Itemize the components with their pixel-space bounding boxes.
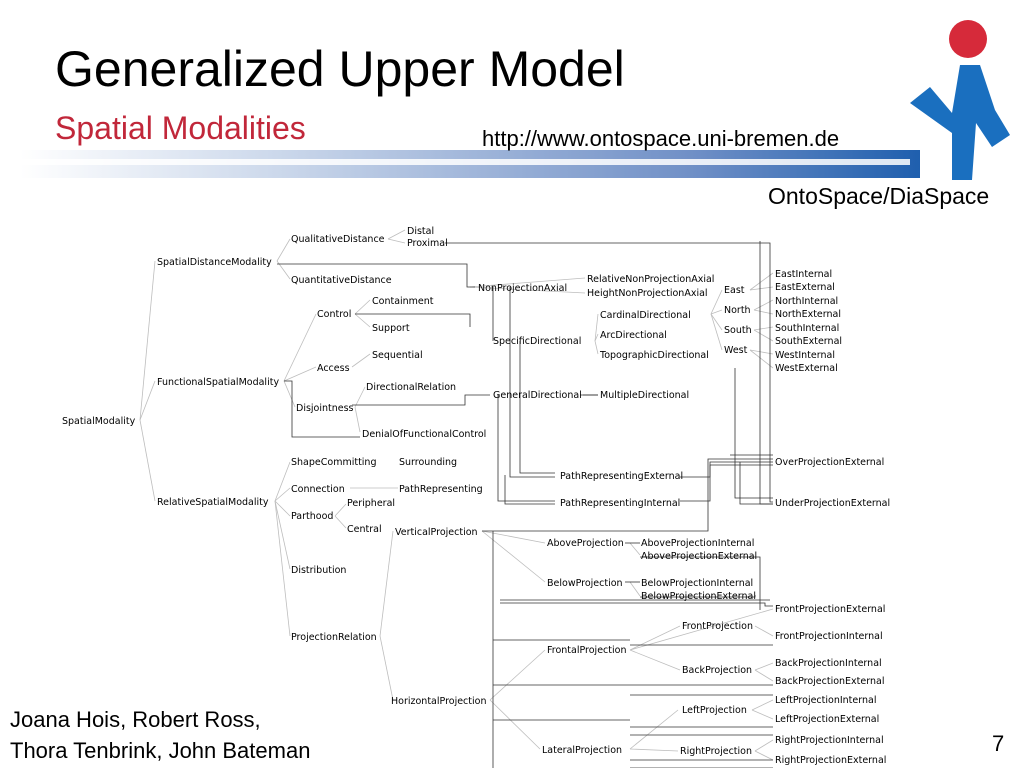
node-denial-of-functional-control: DenialOfFunctionalControl [362, 429, 486, 440]
node-below-projection-internal: BelowProjectionInternal [641, 578, 753, 589]
node-right-projection-external: RightProjectionExternal [775, 755, 886, 766]
node-projection-relation: ProjectionRelation [291, 632, 377, 643]
node-non-projection-axial: NonProjectionAxial [478, 283, 567, 294]
node-back-projection-external: BackProjectionExternal [775, 676, 884, 687]
node-relative-spatial-modality: RelativeSpatialModality [157, 497, 269, 508]
node-left-projection-external: LeftProjectionExternal [775, 714, 879, 725]
node-vertical-projection: VerticalProjection [395, 527, 478, 538]
node-connection: Connection [291, 484, 345, 495]
node-right-projection: RightProjection [680, 746, 752, 757]
node-south-internal: SouthInternal [775, 323, 839, 334]
node-peripheral: Peripheral [347, 498, 395, 509]
node-relative-non-projection-axial: RelativeNonProjectionAxial [587, 274, 714, 285]
node-south: South [724, 325, 752, 336]
node-general-directional: GeneralDirectional [493, 390, 582, 401]
node-front-projection-internal: FrontProjectionInternal [775, 631, 883, 642]
node-north: North [724, 305, 751, 316]
node-south-external: SouthExternal [775, 336, 842, 347]
node-surrounding: Surrounding [399, 457, 457, 468]
node-north-external: NorthExternal [775, 309, 841, 320]
node-functional-spatial-modality: FunctionalSpatialModality [157, 377, 279, 388]
node-proximal: Proximal [407, 238, 448, 249]
node-front-projection: FrontProjection [682, 621, 753, 632]
node-back-projection: BackProjection [682, 665, 752, 676]
node-over-projection-external: OverProjectionExternal [775, 457, 884, 468]
node-west-external: WestExternal [775, 363, 838, 374]
authors-block: Joana Hois, Robert Ross, Thora Tenbrink,… [10, 704, 310, 766]
node-west: West [724, 345, 748, 356]
node-above-projection: AboveProjection [547, 538, 624, 549]
slide-subtitle: Spatial Modalities [55, 110, 306, 146]
node-quantitative-distance: QuantitativeDistance [291, 275, 392, 286]
node-east: East [724, 285, 745, 296]
node-arc-directional: ArcDirectional [600, 330, 667, 341]
project-url[interactable]: http://www.ontospace.uni-bremen.de [482, 126, 840, 151]
node-directional-relation: DirectionalRelation [366, 382, 456, 393]
node-labels: SpatialModality SpatialDistanceModality … [62, 226, 890, 766]
node-under-projection-external: UnderProjectionExternal [775, 498, 890, 509]
node-central: Central [347, 524, 382, 535]
node-front-projection-external: FrontProjectionExternal [775, 604, 885, 615]
node-back-projection-internal: BackProjectionInternal [775, 658, 882, 669]
slide-title: Generalized Upper Model [55, 41, 625, 97]
logo-head [949, 20, 987, 58]
node-frontal-projection: FrontalProjection [547, 645, 626, 656]
ontology-tree-diagram: SpatialModality SpatialDistanceModality … [62, 226, 890, 768]
person-logo-icon [910, 20, 1010, 180]
node-above-projection-external: AboveProjectionExternal [641, 551, 757, 562]
node-north-internal: NorthInternal [775, 296, 838, 307]
node-path-representing: PathRepresenting [399, 484, 483, 495]
node-east-external: EastExternal [775, 282, 835, 293]
node-cardinal-directional: CardinalDirectional [600, 310, 691, 321]
node-support: Support [372, 323, 410, 334]
header-band-stripe [20, 159, 910, 165]
node-spatial-distance-modality: SpatialDistanceModality [157, 257, 272, 268]
node-left-projection-internal: LeftProjectionInternal [775, 695, 876, 706]
node-horizontal-projection: HorizontalProjection [391, 696, 486, 707]
tree-edges [139, 229, 774, 761]
node-lateral-projection: LateralProjection [542, 745, 622, 756]
page-number: 7 [992, 731, 1005, 756]
authors-line-1: Joana Hois, Robert Ross, [10, 707, 261, 732]
node-below-projection: BelowProjection [547, 578, 623, 589]
node-sequential: Sequential [372, 350, 423, 361]
node-parthood: Parthood [291, 511, 333, 522]
node-right-projection-internal: RightProjectionInternal [775, 735, 884, 746]
node-path-representing-external: PathRepresentingExternal [560, 471, 683, 482]
node-distribution: Distribution [291, 565, 346, 576]
node-shape-committing: ShapeCommitting [291, 457, 376, 468]
node-path-representing-internal: PathRepresentingInternal [560, 498, 680, 509]
node-topographic-directional: TopographicDirectional [599, 350, 709, 361]
node-access: Access [317, 363, 350, 374]
node-specific-directional: SpecificDirectional [493, 336, 581, 347]
organization-name: OntoSpace/DiaSpace [768, 183, 990, 209]
authors-line-2: Thora Tenbrink, John Bateman [10, 738, 311, 763]
node-disjointness: Disjointness [296, 403, 354, 414]
node-above-projection-internal: AboveProjectionInternal [641, 538, 754, 549]
node-containment: Containment [372, 296, 434, 307]
node-west-internal: WestInternal [775, 350, 835, 361]
node-control: Control [317, 309, 351, 320]
node-height-non-projection-axial: HeightNonProjectionAxial [587, 288, 708, 299]
node-below-projection-external: BelowProjectionExternal [641, 591, 756, 602]
node-east-internal: EastInternal [775, 269, 832, 280]
node-multiple-directional: MultipleDirectional [600, 390, 689, 401]
node-left-projection: LeftProjection [682, 705, 747, 716]
node-spatial-modality: SpatialModality [62, 416, 136, 427]
cross-links [277, 241, 773, 768]
logo-body [910, 65, 1010, 180]
node-qualitative-distance: QualitativeDistance [291, 234, 385, 245]
node-distal: Distal [407, 226, 434, 237]
